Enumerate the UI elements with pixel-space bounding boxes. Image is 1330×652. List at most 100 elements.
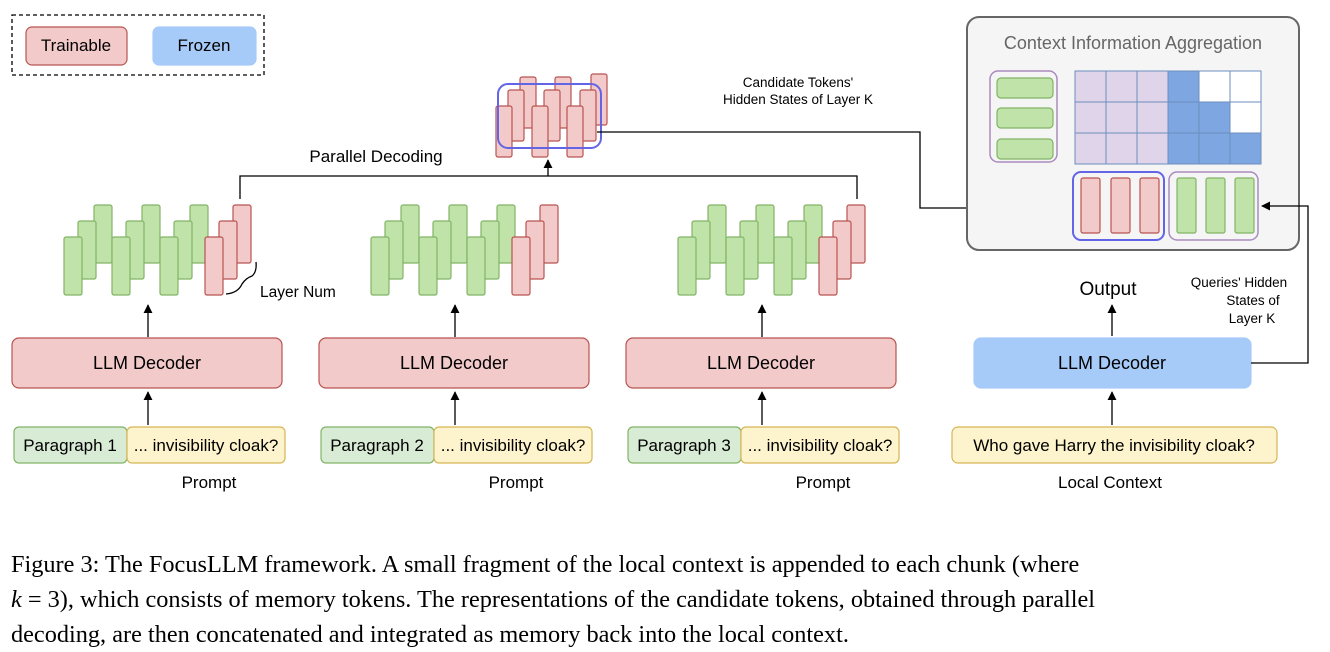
hidden-state-bar (370, 236, 390, 296)
attention-cell (1229, 101, 1262, 134)
llm-decoder-label: LLM Decoder (93, 353, 201, 373)
hidden-state-bar (773, 236, 793, 296)
hidden-state-bar (111, 236, 131, 296)
aggregated-candidate-bar (1139, 177, 1160, 234)
query-fragment-label: ... invisibility cloak? (748, 436, 893, 455)
query-fragment-box (126, 426, 286, 464)
local-context-label: Local Context (1058, 473, 1162, 492)
caption-line3: decoding, are then concatenated and inte… (11, 621, 849, 648)
query-fragment-label: ... invisibility cloak? (134, 436, 279, 455)
attention-cell (1136, 70, 1169, 103)
caption-variable-k: k (11, 586, 22, 613)
query-fragment-box (433, 426, 593, 464)
llm-decoder-box (318, 337, 590, 389)
candidate-label-line1: Candidate Tokens' (743, 75, 853, 90)
aggregation-title: Context Information Aggregation (1004, 33, 1262, 53)
hidden-state-bar (159, 236, 179, 296)
aggregated-candidate-bar (1110, 177, 1131, 234)
paragraph-label: Paragraph 2 (330, 436, 424, 455)
attention-cell (1198, 101, 1231, 134)
attention-cell (1074, 101, 1107, 134)
attention-cell (1229, 132, 1262, 165)
layer-num-label: Layer Num (260, 284, 336, 301)
attention-cell (1136, 101, 1169, 134)
query-fragment-label: ... invisibility cloak? (441, 436, 586, 455)
local-question-text: Who gave Harry the invisibility cloak? (973, 436, 1255, 455)
parallel-decoding-line (239, 175, 858, 199)
candidate-label-line2: Hidden States of Layer K (723, 92, 873, 107)
legend-trainable-label: Trainable (41, 36, 111, 55)
attention-cell (1167, 101, 1200, 134)
hidden-state-bar (141, 204, 161, 264)
attention-grid (1074, 70, 1262, 165)
parallel-decoding-connector: Parallel Decoding (239, 147, 858, 199)
llm-decoder-box (11, 337, 283, 389)
hidden-state-bar (725, 236, 745, 296)
aggregation-panel: Context Information Aggregation (966, 16, 1300, 251)
local-decoder-label: LLM Decoder (1058, 353, 1166, 373)
queries-label-line1: Queries' Hidden (1191, 275, 1287, 290)
query-fragment-box (740, 426, 900, 464)
memory-token-bar (996, 138, 1054, 160)
hidden-state-bar (755, 204, 775, 264)
caption-line2: = 3), which consists of memory tokens. T… (21, 586, 1096, 613)
layer-num-annotation: Layer Num (225, 261, 336, 301)
candidate-token-bar (566, 105, 584, 158)
hidden-state-bar (448, 204, 468, 264)
hidden-state-bar (418, 236, 438, 296)
prompt-label: Prompt (489, 473, 544, 492)
layer-num-brace (225, 261, 257, 295)
attention-cell (1105, 101, 1138, 134)
figure-caption: Figure 3: The FocusLLM framework. A smal… (11, 547, 1323, 652)
memory-token-bar (996, 77, 1054, 99)
aggregation-token-bars (1080, 177, 1255, 234)
memory-group (989, 70, 1058, 163)
aggregated-candidate-bar (1080, 177, 1101, 234)
candidate-token-bar (531, 105, 549, 158)
aggregated-query-bar (1176, 177, 1197, 234)
attention-cell (1074, 132, 1107, 165)
paragraph-label: Paragraph 3 (637, 436, 731, 455)
legend-frozen-label: Frozen (178, 36, 231, 55)
caption-line1: Figure 3: The FocusLLM framework. A smal… (11, 551, 1080, 578)
query-group (1168, 171, 1259, 241)
hidden-state-bar (400, 204, 420, 264)
prompt-label: Prompt (182, 473, 237, 492)
attention-cell (1167, 132, 1200, 165)
legend-trainable-swatch (25, 26, 128, 66)
llm-decoder-label: LLM Decoder (400, 353, 508, 373)
local-branch: Who gave Harry the invisibility cloak? L… (951, 201, 1309, 492)
attention-cell (1074, 70, 1107, 103)
attention-cell (1229, 70, 1262, 103)
local-question-box (951, 426, 1278, 464)
queries-label-line2: States of (1226, 293, 1280, 308)
hidden-state-bar (707, 204, 727, 264)
queries-label-line3: Layer K (1229, 311, 1276, 326)
legend: Trainable Frozen (11, 14, 265, 76)
memory-token-bar (996, 107, 1054, 129)
hidden-state-bar (63, 236, 83, 296)
aggregated-query-bar (1234, 177, 1255, 234)
queries-feedback-arrow (1251, 201, 1309, 364)
hidden-state-bar (677, 236, 697, 296)
hidden-state-bar (93, 204, 113, 264)
candidate-group (1072, 171, 1165, 241)
memory-bars (996, 77, 1054, 160)
candidate-state-bar (204, 236, 224, 296)
attention-cell (1105, 132, 1138, 165)
hidden-state-bar (466, 236, 486, 296)
legend-frame (11, 14, 265, 76)
candidate-tokens (495, 73, 608, 158)
attention-cell (1105, 70, 1138, 103)
candidate-state-bar (818, 236, 838, 296)
local-output-label: Output (1079, 279, 1137, 300)
attention-cell (1167, 70, 1200, 103)
attention-cell (1136, 132, 1169, 165)
attention-cell (1198, 70, 1231, 103)
prompt-label: Prompt (796, 473, 851, 492)
parallel-decoding-label: Parallel Decoding (309, 147, 442, 166)
